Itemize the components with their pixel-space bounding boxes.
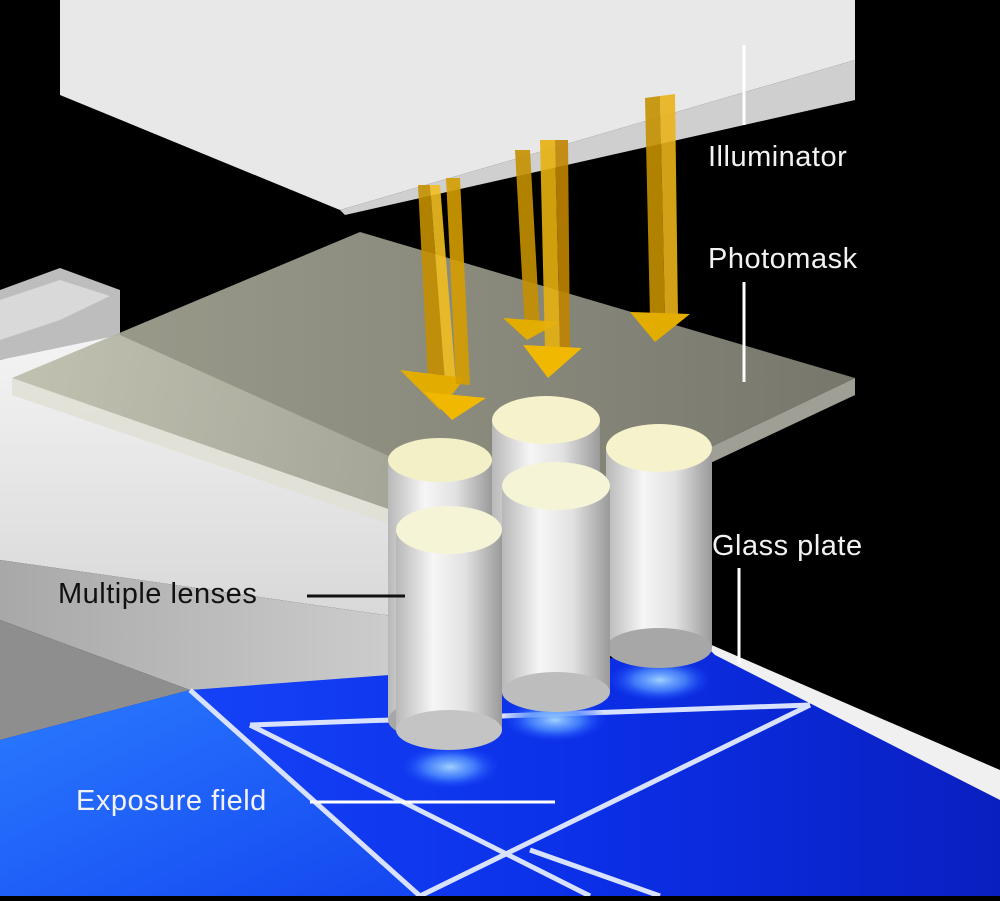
lens-4 [502,462,610,712]
lens-3 [606,424,712,668]
label-glass-plate: Glass plate [712,530,863,562]
label-multiple-lenses: Multiple lenses [58,578,258,610]
label-photomask: Photomask [708,243,858,275]
light-beams [400,94,690,420]
multiple-lenses [388,396,712,750]
lens-5 [396,506,502,750]
illuminator-box [60,0,855,215]
label-illuminator: Illuminator [708,141,848,173]
label-exposure-field: Exposure field [76,785,267,817]
exposure-field-plate [0,640,1000,899]
leader-lines [307,45,746,804]
